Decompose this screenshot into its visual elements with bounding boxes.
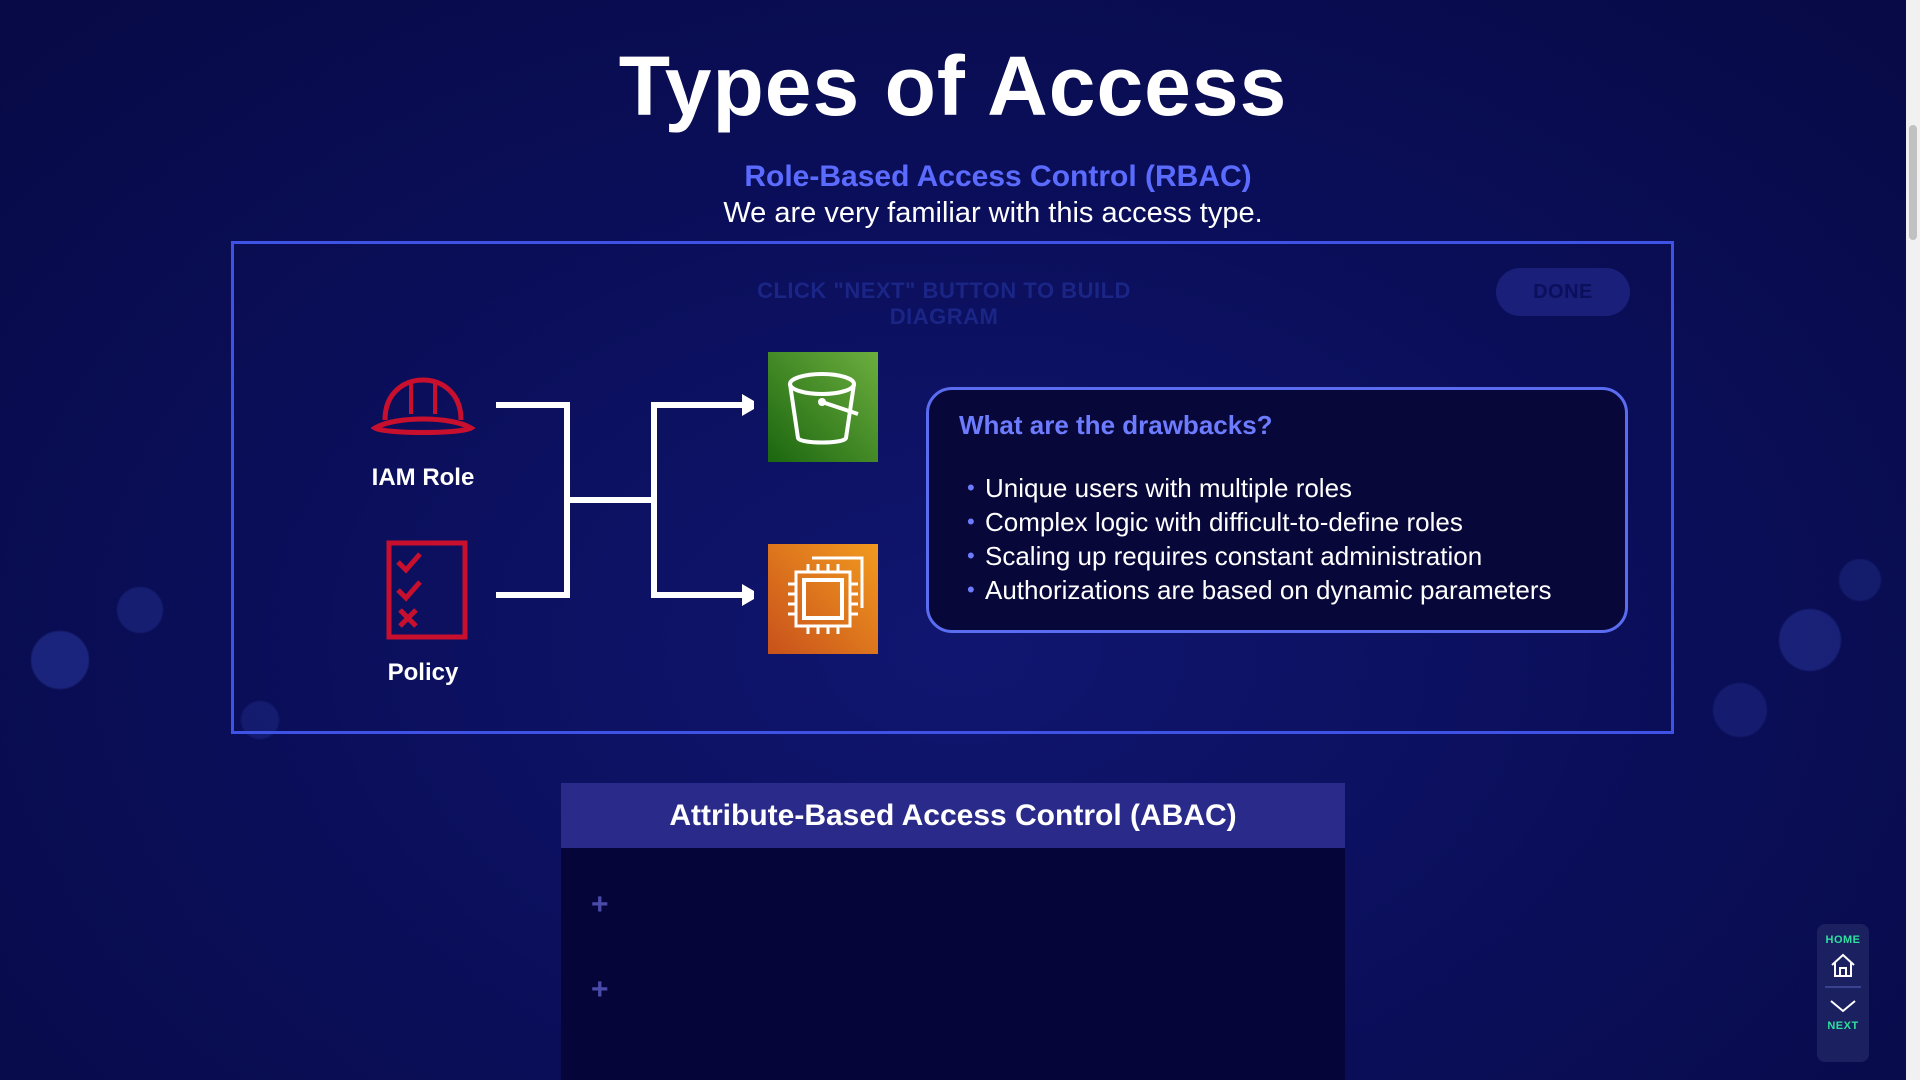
- hard-hat-icon: [371, 377, 475, 435]
- bucket-icon: [768, 352, 878, 462]
- scrollbar-track[interactable]: [1906, 0, 1920, 1080]
- drawback-item: •Complex logic with difficult-to-define …: [967, 507, 1463, 537]
- home-icon[interactable]: [1829, 952, 1857, 978]
- chip-icon: [768, 544, 878, 654]
- rbac-diagram-panel: CLICK "NEXT" BUTTON TO BUILD DIAGRAM DON…: [231, 241, 1674, 734]
- drawback-item: •Scaling up requires constant administra…: [967, 541, 1483, 571]
- policy-label: Policy: [387, 659, 459, 686]
- slide-nav: HOME NEXT: [1817, 924, 1869, 1062]
- done-button[interactable]: DONE: [1496, 268, 1630, 316]
- bullet-icon: •: [967, 475, 975, 500]
- bullet-icon: •: [967, 577, 975, 602]
- section-title: Role-Based Access Control (RBAC): [744, 160, 1252, 193]
- drawbacks-list: •Unique users with multiple roles •Compl…: [959, 471, 1595, 607]
- iam-role-label: IAM Role: [371, 464, 475, 491]
- next-label[interactable]: NEXT: [1827, 1020, 1859, 1032]
- drawback-item: •Unique users with multiple roles: [967, 473, 1353, 503]
- expand-plus-icon[interactable]: +: [591, 973, 609, 1006]
- abac-card: Attribute-Based Access Control (ABAC) + …: [561, 783, 1345, 1080]
- drawback-item: •Authorizations are based on dynamic par…: [967, 575, 1552, 605]
- bullet-icon: •: [967, 543, 975, 568]
- home-label: HOME: [1825, 934, 1861, 946]
- bullet-icon: •: [967, 509, 975, 534]
- rbac-diagram: IAM Role Policy: [234, 244, 1134, 737]
- section-subtitle: We are very familiar with this access ty…: [723, 197, 1263, 229]
- scrollbar-thumb[interactable]: [1909, 125, 1917, 240]
- chevron-down-icon[interactable]: [1829, 998, 1857, 1014]
- expand-plus-icon[interactable]: +: [591, 888, 609, 921]
- diagram-instruction: CLICK "NEXT" BUTTON TO BUILD DIAGRAM: [757, 278, 1131, 329]
- drawbacks-title: What are the drawbacks?: [959, 410, 1273, 440]
- drawbacks-box: What are the drawbacks? •Unique users wi…: [926, 387, 1628, 633]
- checklist-icon: [386, 540, 468, 640]
- connector-lines: [496, 394, 754, 606]
- nav-divider: [1825, 986, 1861, 988]
- page-title: Types of Access: [618, 39, 1288, 133]
- abac-title: Attribute-Based Access Control (ABAC): [561, 783, 1345, 848]
